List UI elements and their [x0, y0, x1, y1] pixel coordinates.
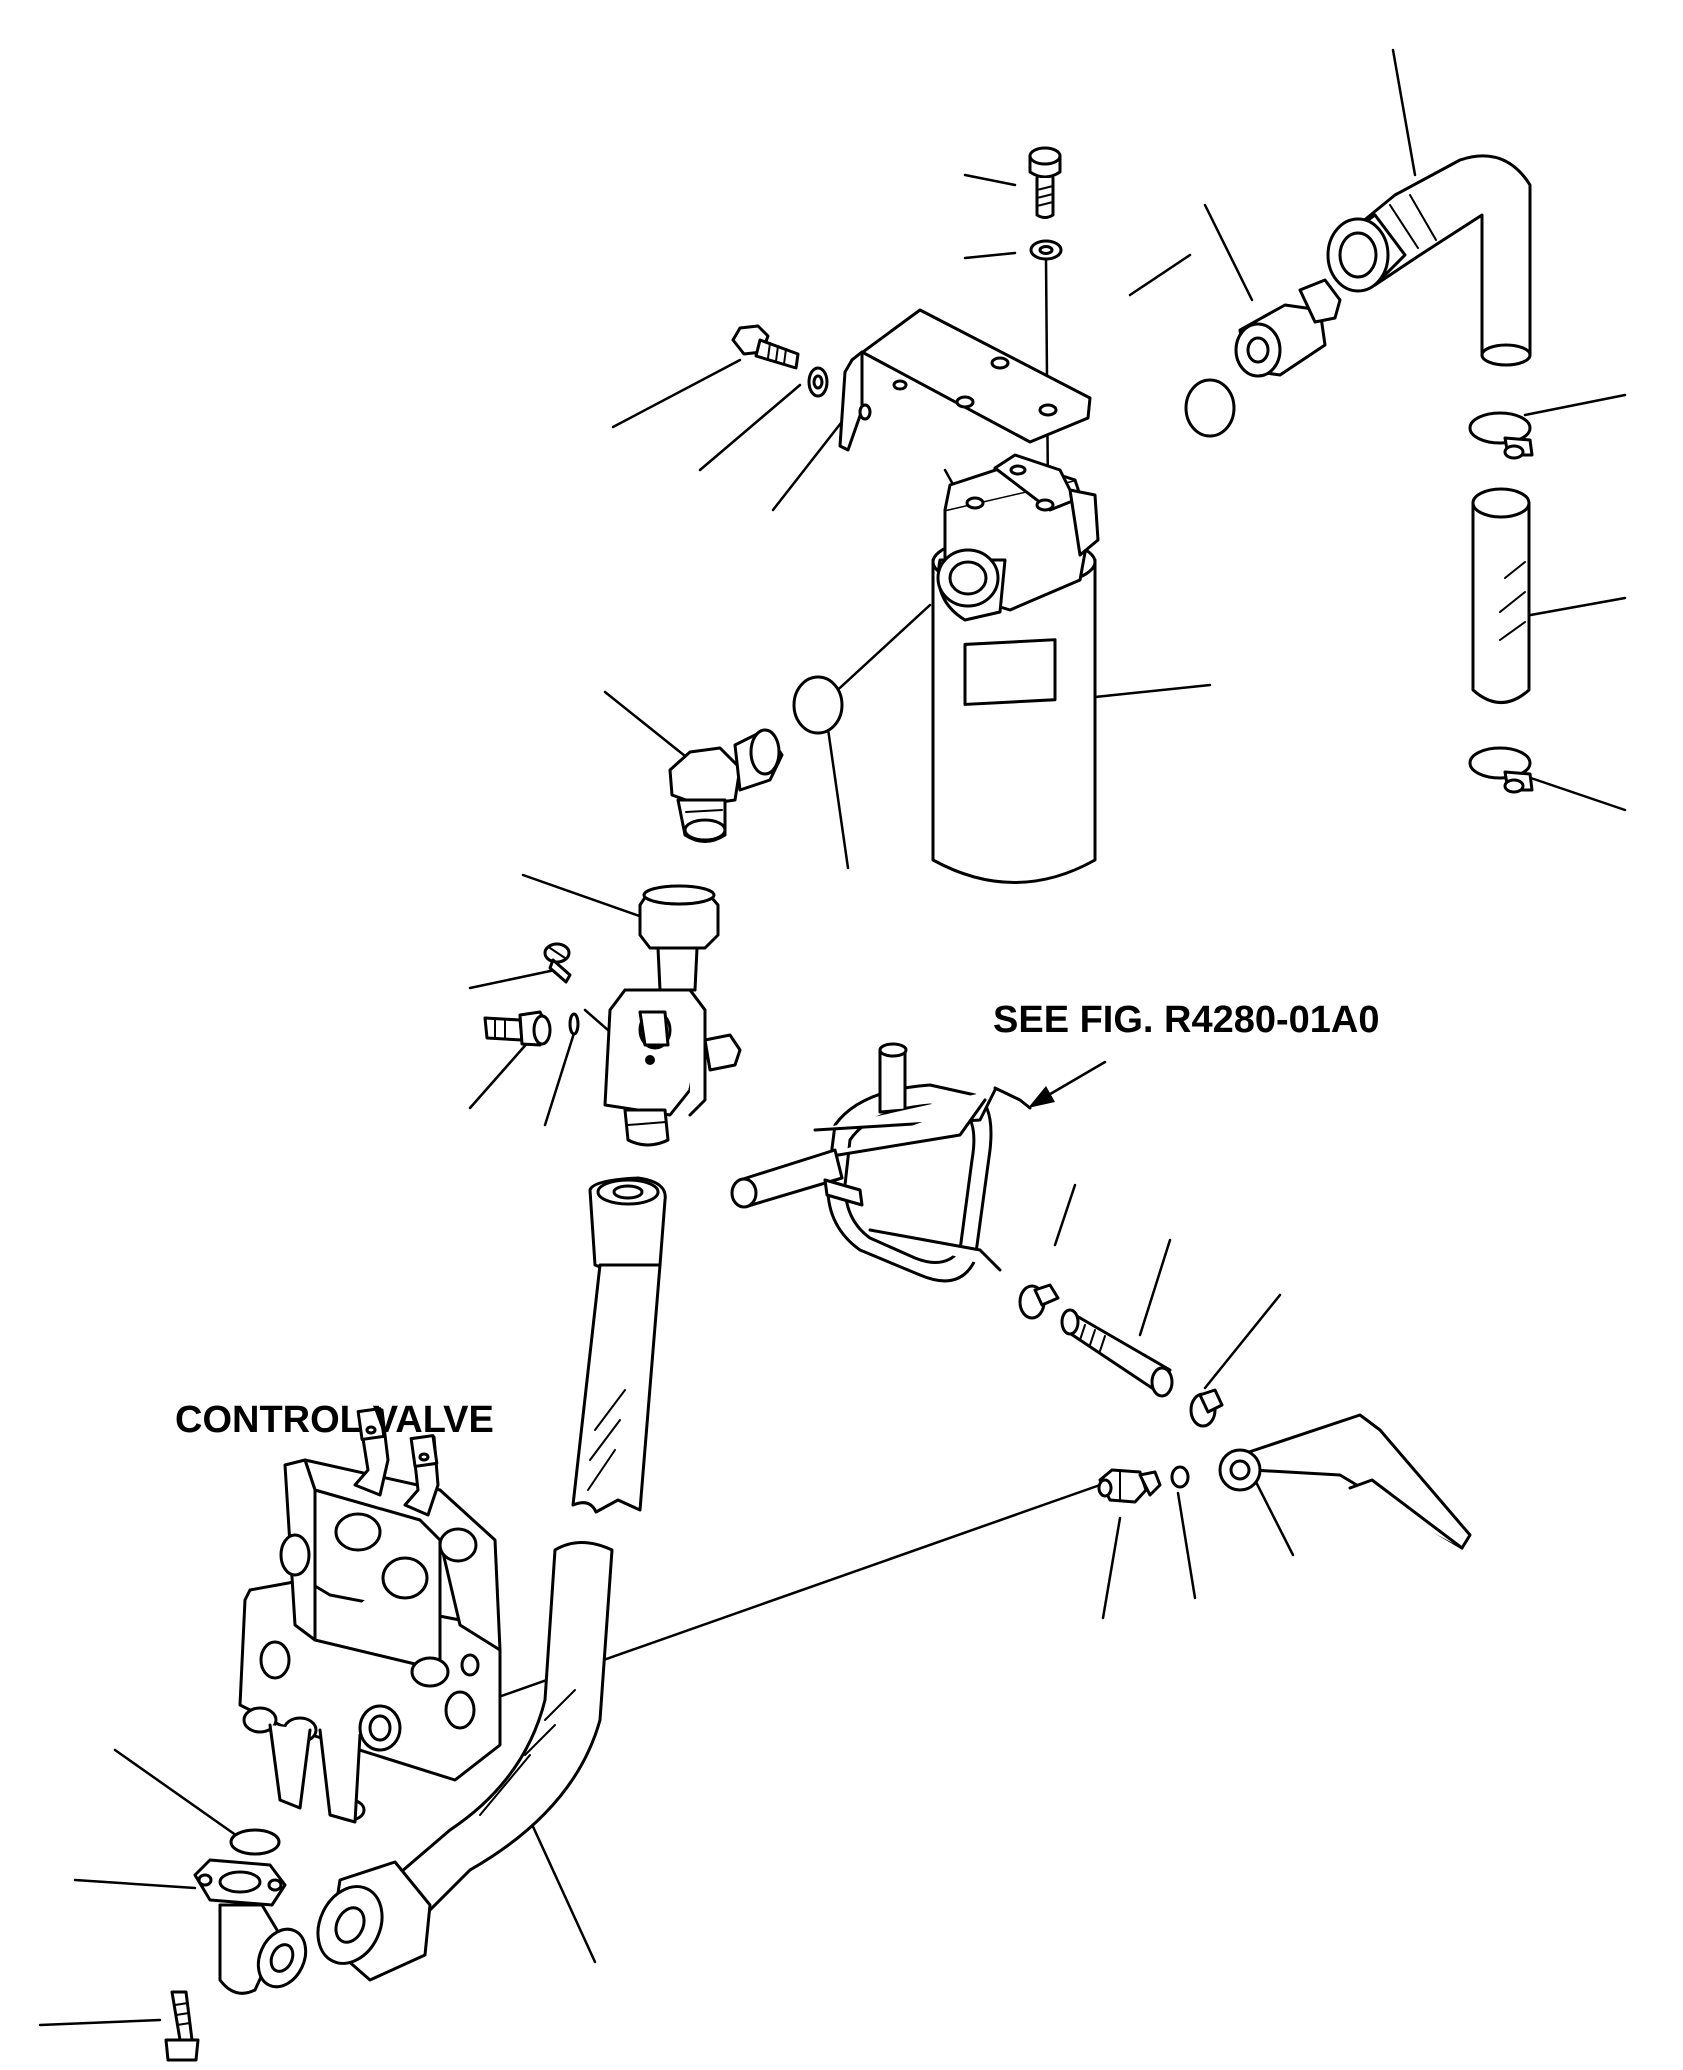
- suction-hose: [316, 1176, 667, 1982]
- small-hose-clamp-1: [1018, 1283, 1060, 1320]
- see-figure-label: SEE FIG. R4280-01A0: [993, 999, 1380, 1041]
- o-ring-lower: [792, 675, 844, 735]
- mounting-bracket: [838, 308, 1092, 452]
- small-seal-ring: [568, 1012, 580, 1036]
- hose-clamp-upper: [1468, 411, 1534, 460]
- strainer-tank: [730, 1042, 1032, 1283]
- arrow-pointer: [1028, 1060, 1107, 1108]
- control-valve-label: CONTROL VALVE: [175, 1399, 494, 1441]
- o-ring-upper: [1184, 378, 1236, 438]
- small-o-ring: [1170, 1465, 1190, 1489]
- bleed-screw: [543, 942, 572, 984]
- control-valve: [238, 1407, 502, 1824]
- short-hose-middle: [1060, 1308, 1174, 1398]
- small-hose-clamp-2: [1189, 1388, 1224, 1428]
- bent-tube: [1218, 1413, 1472, 1550]
- side-mounting-bolt: [731, 324, 800, 370]
- elbow-adapter: [668, 728, 784, 843]
- flange-gasket: [229, 1828, 281, 1856]
- filter-head: [936, 453, 1100, 622]
- upper-washer: [1029, 239, 1063, 261]
- flange-bolt: [164, 1990, 200, 2062]
- straight-hose-right: [1471, 487, 1531, 704]
- upper-mounting-bolt: [1028, 146, 1062, 219]
- side-washer: [807, 366, 829, 398]
- flange-elbow: [193, 1858, 308, 1995]
- valve-block-top-nut: [638, 884, 720, 992]
- upper-adapter: [1234, 278, 1342, 378]
- elbow-hose-fitting: [1326, 154, 1532, 367]
- connector-nipple: [1097, 1468, 1162, 1504]
- hose-clamp-lower: [1468, 746, 1534, 794]
- valve-block: [603, 988, 742, 1147]
- barb-nipple: [483, 1010, 552, 1047]
